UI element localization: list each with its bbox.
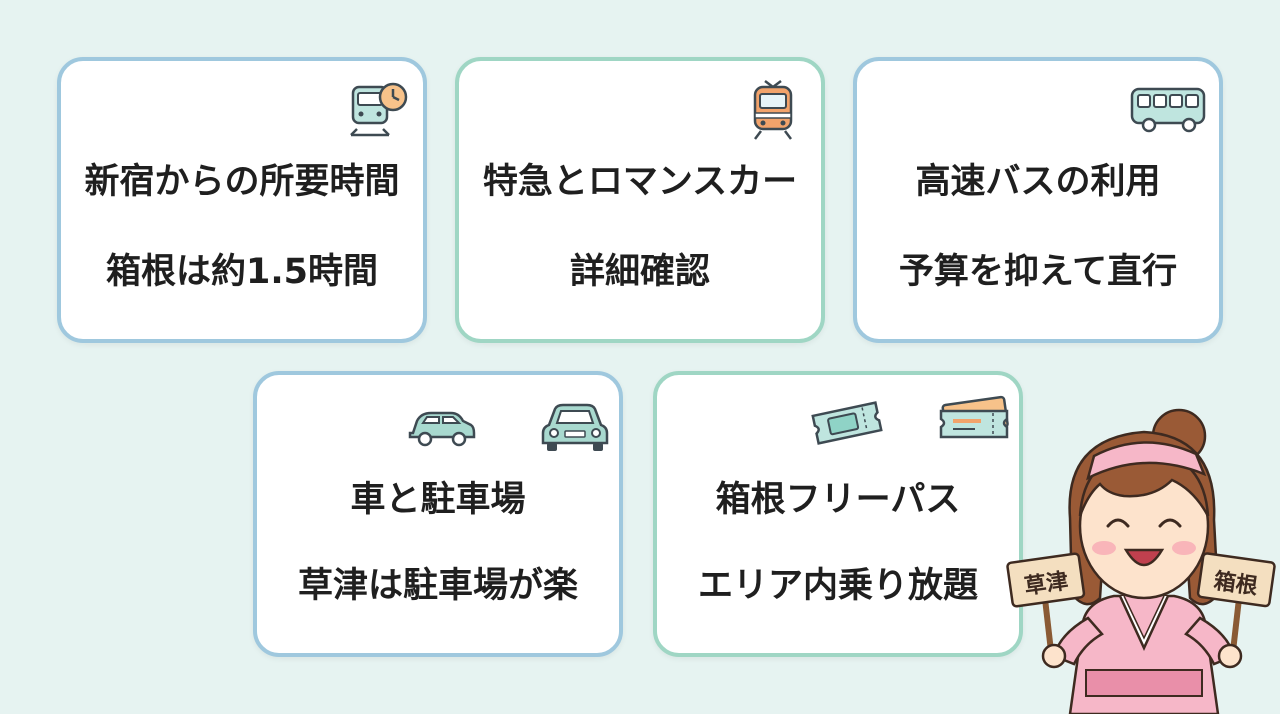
card-hakone-freepass: 箱根フリーパス エリア内乗り放題 bbox=[653, 371, 1023, 657]
card-subtitle: 予算を抑えて直行 bbox=[898, 252, 1178, 292]
romancecar-train-icon bbox=[753, 80, 793, 140]
card-car-parking: 車と駐車場 草津は駐車場が楽 bbox=[253, 371, 623, 657]
card-title: 車と駐車場 bbox=[350, 480, 526, 520]
train-clock-icon bbox=[350, 82, 408, 137]
car-front-icon bbox=[541, 403, 609, 451]
mascot-girl-illustration: 草津 箱根 bbox=[1006, 408, 1276, 714]
pass-ticket-icon bbox=[939, 395, 1009, 439]
card-subtitle: エリア内乗り放題 bbox=[697, 566, 978, 606]
card-shinjuku-travel-time: 新宿からの所要時間 箱根は約1.5時間 bbox=[57, 57, 427, 343]
card-subtitle: 箱根は約1.5時間 bbox=[105, 252, 378, 292]
card-title: 高速バスの利用 bbox=[915, 162, 1161, 202]
sign-left-text: 草津 bbox=[1023, 568, 1070, 600]
bus-icon bbox=[1130, 87, 1206, 133]
ticket-icon bbox=[811, 401, 883, 445]
card-limited-express: 特急とロマンスカー 詳細確認 bbox=[455, 57, 825, 343]
card-subtitle: 草津は駐車場が楽 bbox=[297, 566, 578, 606]
card-title: 箱根フリーパス bbox=[715, 480, 961, 520]
card-title: 新宿からの所要時間 bbox=[84, 162, 400, 202]
car-side-icon bbox=[408, 411, 476, 447]
card-title: 特急とロマンスカー bbox=[482, 162, 798, 202]
sign-right-text: 箱根 bbox=[1212, 568, 1259, 600]
card-highway-bus: 高速バスの利用 予算を抑えて直行 bbox=[853, 57, 1223, 343]
card-subtitle: 詳細確認 bbox=[569, 252, 710, 292]
